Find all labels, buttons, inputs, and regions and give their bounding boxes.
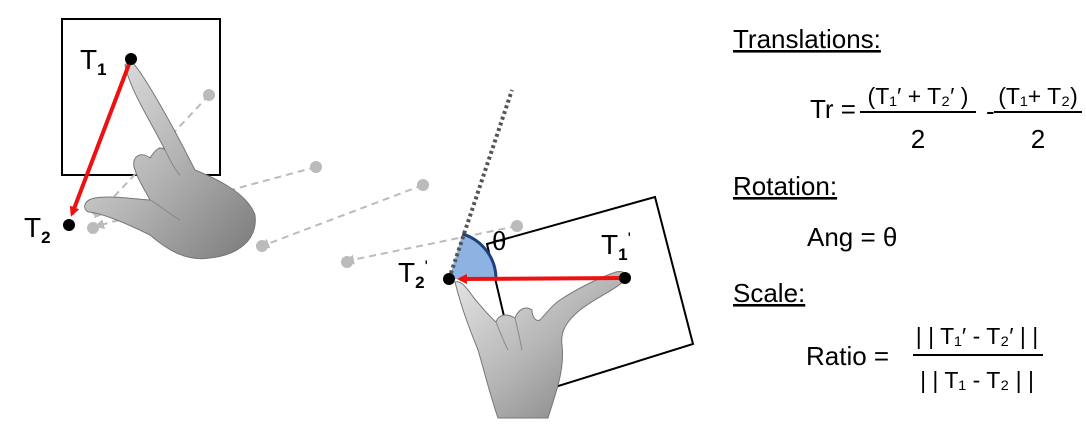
scale-numerator: | | T₁′ - T₂′ | | bbox=[916, 323, 1038, 349]
scale-denominator: | | T₁ - T₂ | | bbox=[920, 367, 1034, 393]
touch-point-t1 bbox=[125, 53, 137, 65]
translations-frac1-numerator: (T₁′ + T₂′ ) bbox=[868, 83, 969, 109]
left-hand-image bbox=[84, 59, 256, 260]
label-t2: T2 bbox=[24, 212, 51, 247]
touch-point-t2-prime bbox=[443, 273, 455, 285]
translations-lhs: Tr = bbox=[810, 94, 856, 124]
touch-point-t1-prime bbox=[619, 272, 631, 284]
rotation-expression: Ang = θ bbox=[807, 222, 897, 252]
scale-lhs: Ratio = bbox=[806, 341, 889, 371]
right-hand-image bbox=[454, 271, 628, 419]
final-vector-arrow bbox=[457, 273, 625, 284]
translations-minus: - bbox=[986, 96, 995, 126]
translations-frac1-denominator: 2 bbox=[911, 124, 925, 154]
initial-vector-arrow bbox=[69, 58, 133, 217]
translations-heading: Translations: bbox=[733, 24, 881, 54]
label-t2-prime: T2' bbox=[398, 257, 428, 292]
angle-label: θ bbox=[492, 226, 506, 256]
label-t1: T1 bbox=[80, 44, 107, 79]
translations-frac2-denominator: 2 bbox=[1031, 124, 1045, 154]
label-t1-prime: T1' bbox=[601, 229, 631, 264]
scale-heading: Scale: bbox=[733, 278, 805, 308]
rotation-angle-wedge bbox=[449, 233, 496, 279]
translations-frac2-numerator: (T₁+ T₂) bbox=[998, 83, 1078, 109]
touch-point-t2 bbox=[63, 219, 75, 231]
rotation-angle-arc bbox=[461, 232, 498, 280]
rotation-heading: Rotation: bbox=[733, 171, 837, 201]
